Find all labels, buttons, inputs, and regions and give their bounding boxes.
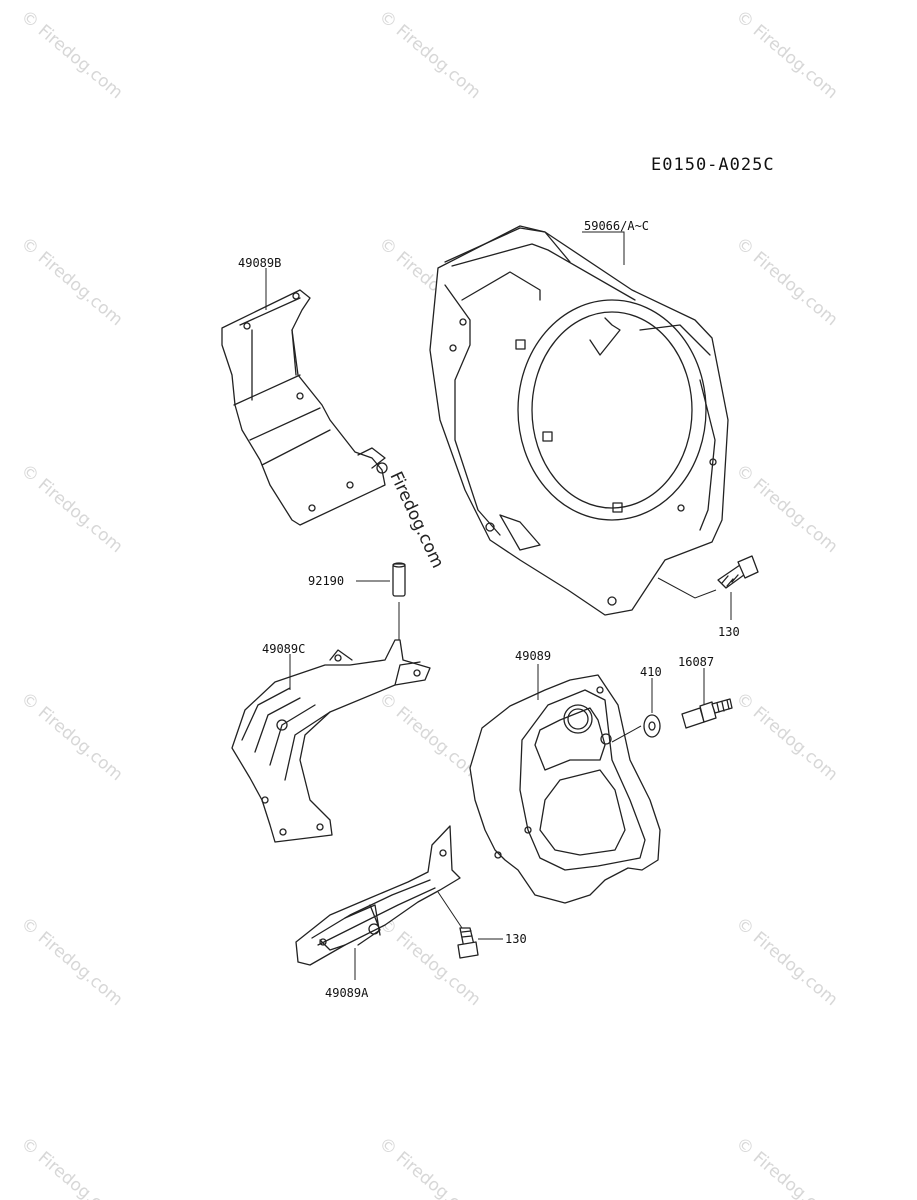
watermark: © Firedog.com <box>732 7 842 104</box>
watermark: © Firedog.com <box>732 689 842 786</box>
part-label-410: 410 <box>640 665 662 679</box>
part-49089b-shroud <box>221 289 388 526</box>
watermark: © Firedog.com <box>375 7 485 104</box>
watermark: © Firedog.com <box>375 689 485 786</box>
part-label-92190: 92190 <box>308 574 344 588</box>
part-59066-fan-housing <box>429 225 729 616</box>
watermark: © Firedog.com <box>17 7 127 104</box>
leader-line <box>657 577 717 599</box>
watermark: © Firedog.com <box>17 461 127 558</box>
part-label-49089c: 49089C <box>262 642 305 656</box>
watermark: © Firedog.com <box>375 1134 485 1200</box>
part-49089-back-plate <box>469 674 661 904</box>
part-92190-pin <box>392 562 406 597</box>
watermark-layer: © Firedog.com © Firedog.com © Firedog.co… <box>17 7 842 1200</box>
part-label-49089: 49089 <box>515 649 551 663</box>
part-label-49089b: 49089B <box>238 256 281 270</box>
watermark: © Firedog.com <box>732 234 842 331</box>
watermark: © Firedog.com <box>17 914 127 1011</box>
part-16087-stud <box>681 698 733 729</box>
leader-line <box>437 891 463 929</box>
part-49089c-shroud <box>231 639 431 843</box>
leader-line <box>611 725 642 743</box>
part-label-59066: 59066/A~C <box>584 219 649 233</box>
diagram-code: E0150-A025C <box>651 155 775 175</box>
part-label-16087: 16087 <box>678 655 714 669</box>
watermark: © Firedog.com <box>17 1134 127 1200</box>
part-label-130-bottom: 130 <box>505 932 527 946</box>
part-label-49089a: 49089A <box>325 986 369 1000</box>
part-130-bolt <box>457 927 479 959</box>
part-410-washer <box>643 714 661 738</box>
leader-line <box>582 231 625 265</box>
part-130-bolt <box>717 555 759 589</box>
center-watermark: Firedog.com <box>385 469 447 572</box>
watermark: © Firedog.com <box>732 1134 842 1200</box>
watermark: © Firedog.com <box>17 689 127 786</box>
part-label-130-top: 130 <box>718 625 740 639</box>
part-49089a-bracket <box>295 825 461 966</box>
watermark: © Firedog.com <box>732 461 842 558</box>
watermark: © Firedog.com <box>732 914 842 1011</box>
watermark: © Firedog.com <box>17 234 127 331</box>
